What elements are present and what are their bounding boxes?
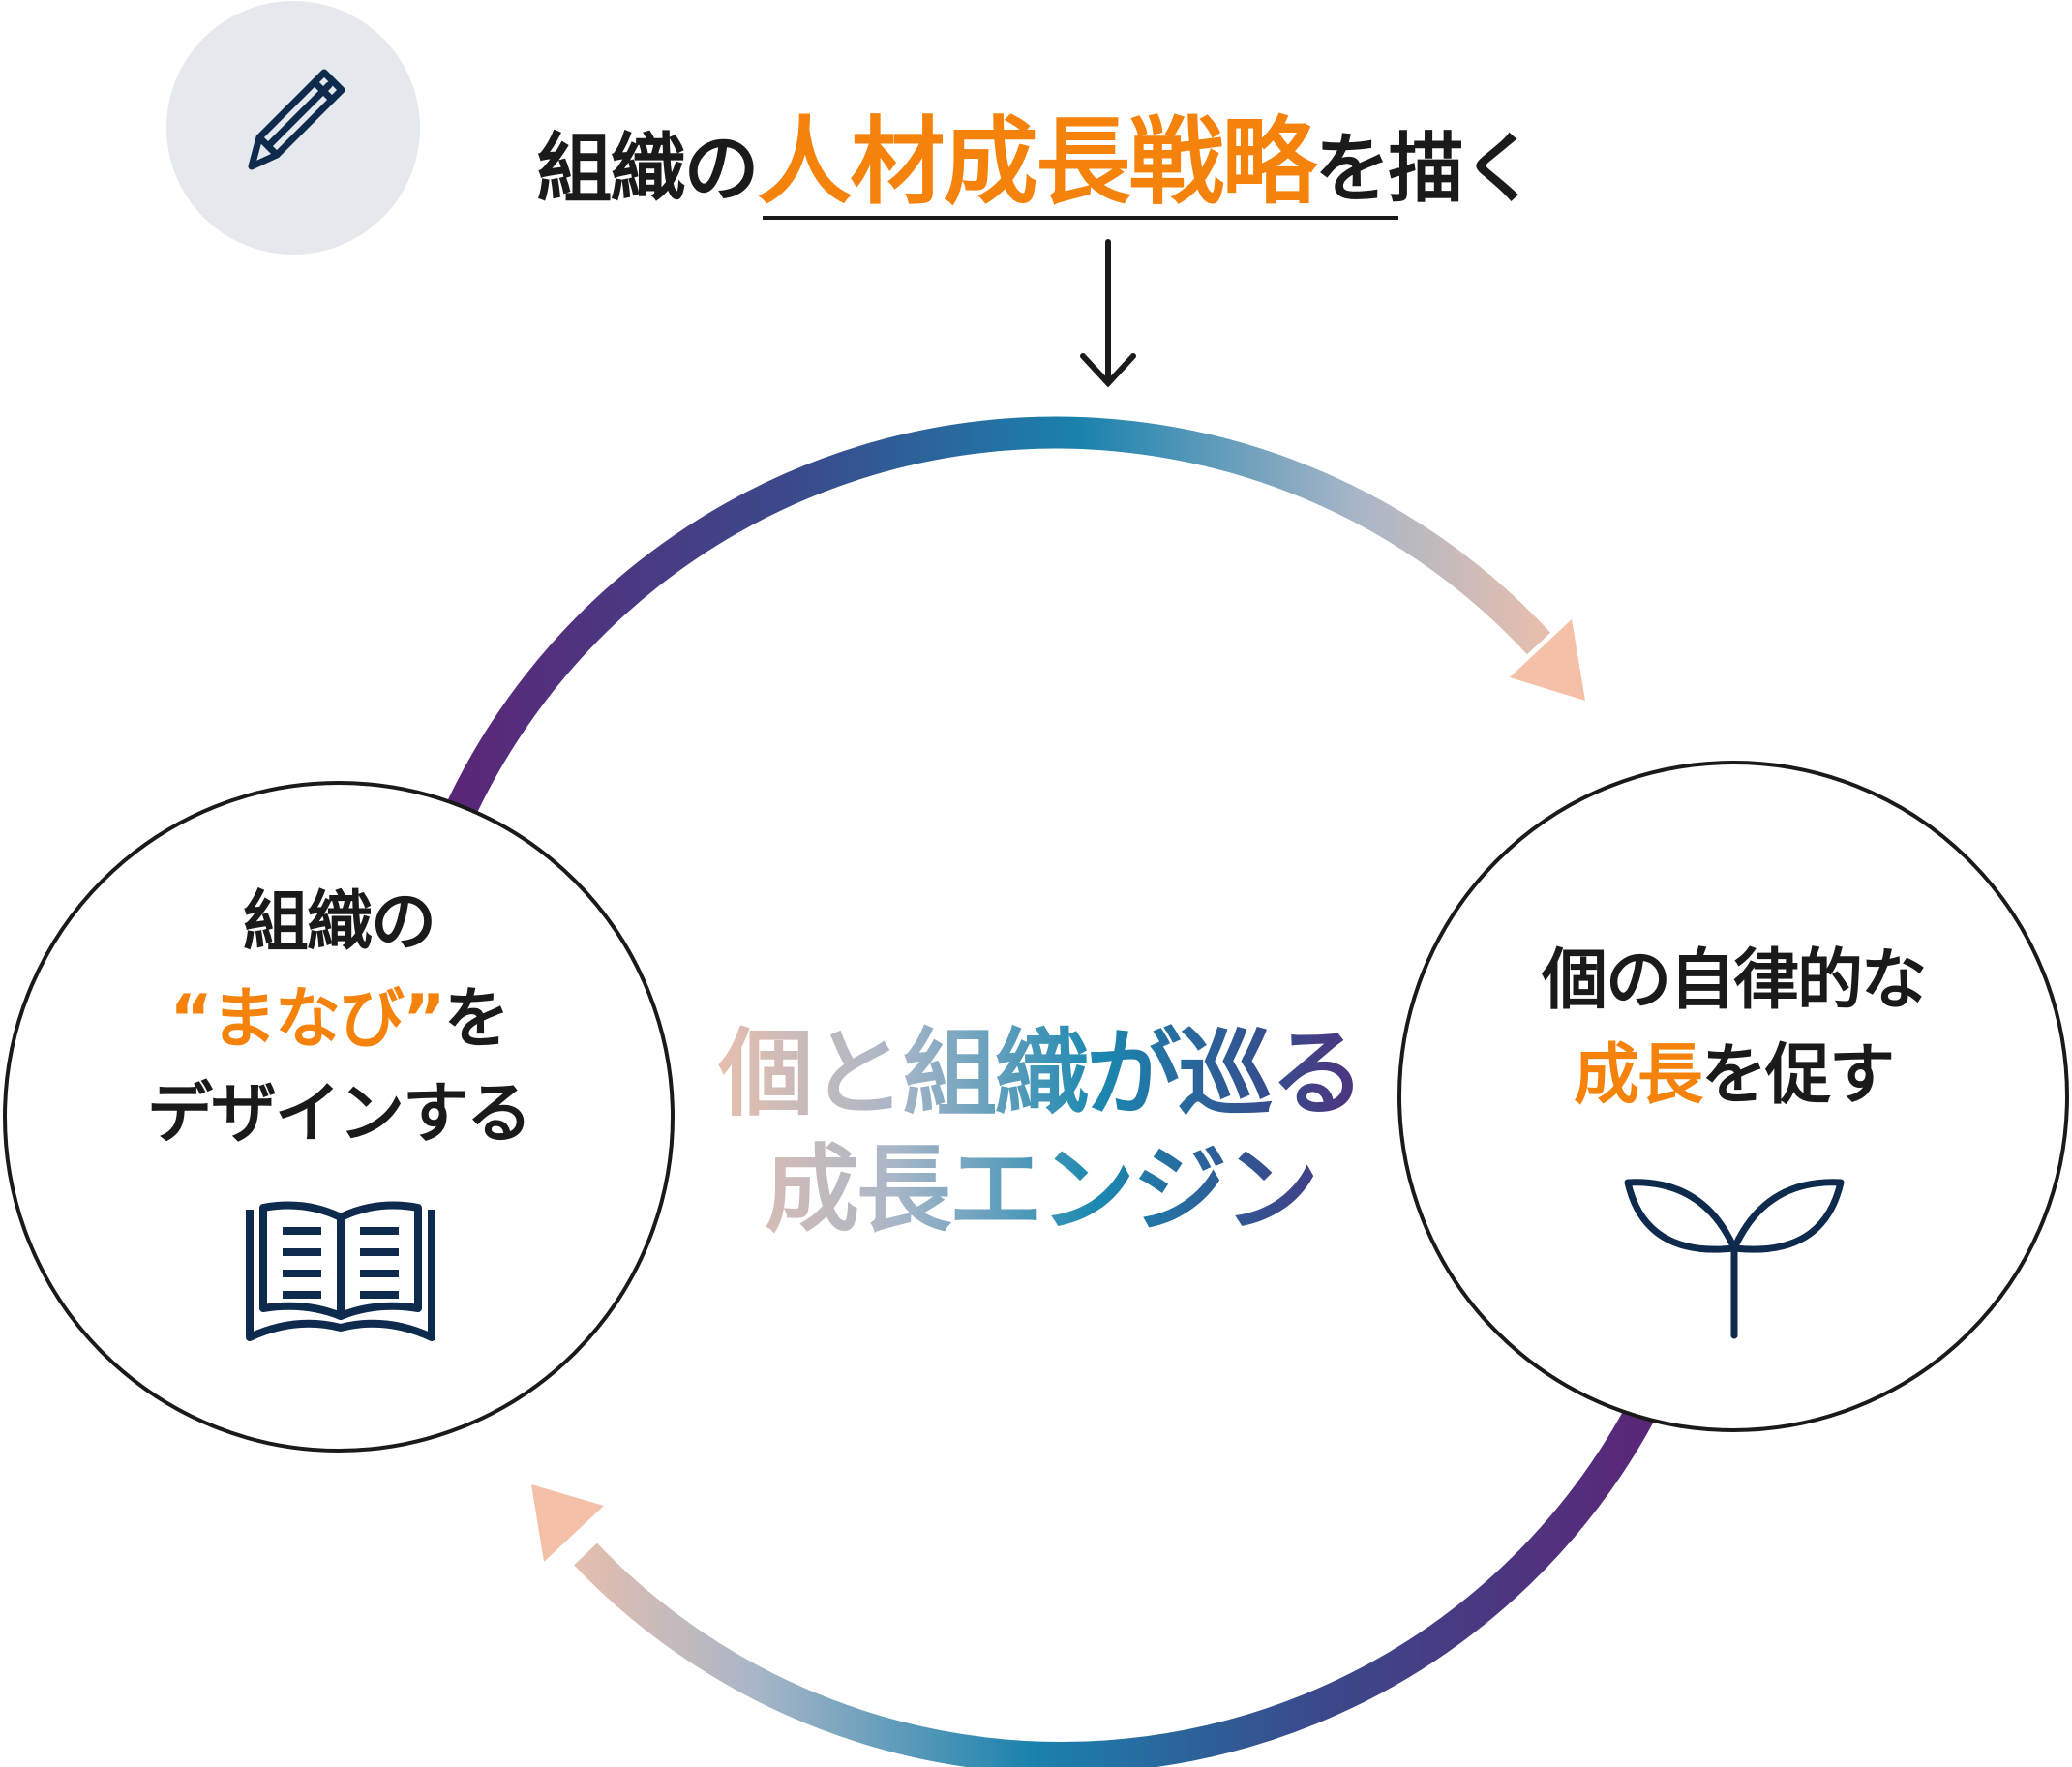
left-node-line2: “まなび”を [48,987,629,1053]
open-book-icon [246,1201,435,1341]
right-node-line1: 個の自律的な [1541,943,1927,1019]
title-highlight: 人材成長戦略 [757,107,1316,218]
cycle-arc-bottom [574,1405,1655,1767]
title-suffix: を描く [1314,126,1538,213]
right-node-line2: 成長を促す [1443,1043,2024,1109]
left-node-suffix: を [443,981,510,1058]
page-title: 組織の人材成長戦略を描く [0,85,2072,223]
cycle-arrowhead-top [1510,619,1585,701]
center-title-line1: 個と組織が巡る [677,997,1403,1134]
center-title-line2: 成長エンジン [677,1113,1403,1250]
right-node-highlight: 成長 [1573,1037,1703,1114]
left-node-highlight: “まなび” [169,981,445,1058]
arrow-down-icon [1080,239,1136,388]
left-node-line3: デザインする [146,1076,532,1153]
title-prefix: 組織の [536,126,759,213]
cycle-arc-top [448,416,1551,814]
right-node-suffix: を促す [1701,1037,1895,1114]
cycle-arrowhead-bottom [531,1484,604,1562]
left-node-circle [3,781,675,1453]
sprout-icon [1624,1179,1845,1339]
pencil-badge [166,1,420,255]
left-node-line1: 組織の [242,884,436,961]
right-node-circle [1397,761,2069,1432]
pencil-icon [248,69,345,170]
